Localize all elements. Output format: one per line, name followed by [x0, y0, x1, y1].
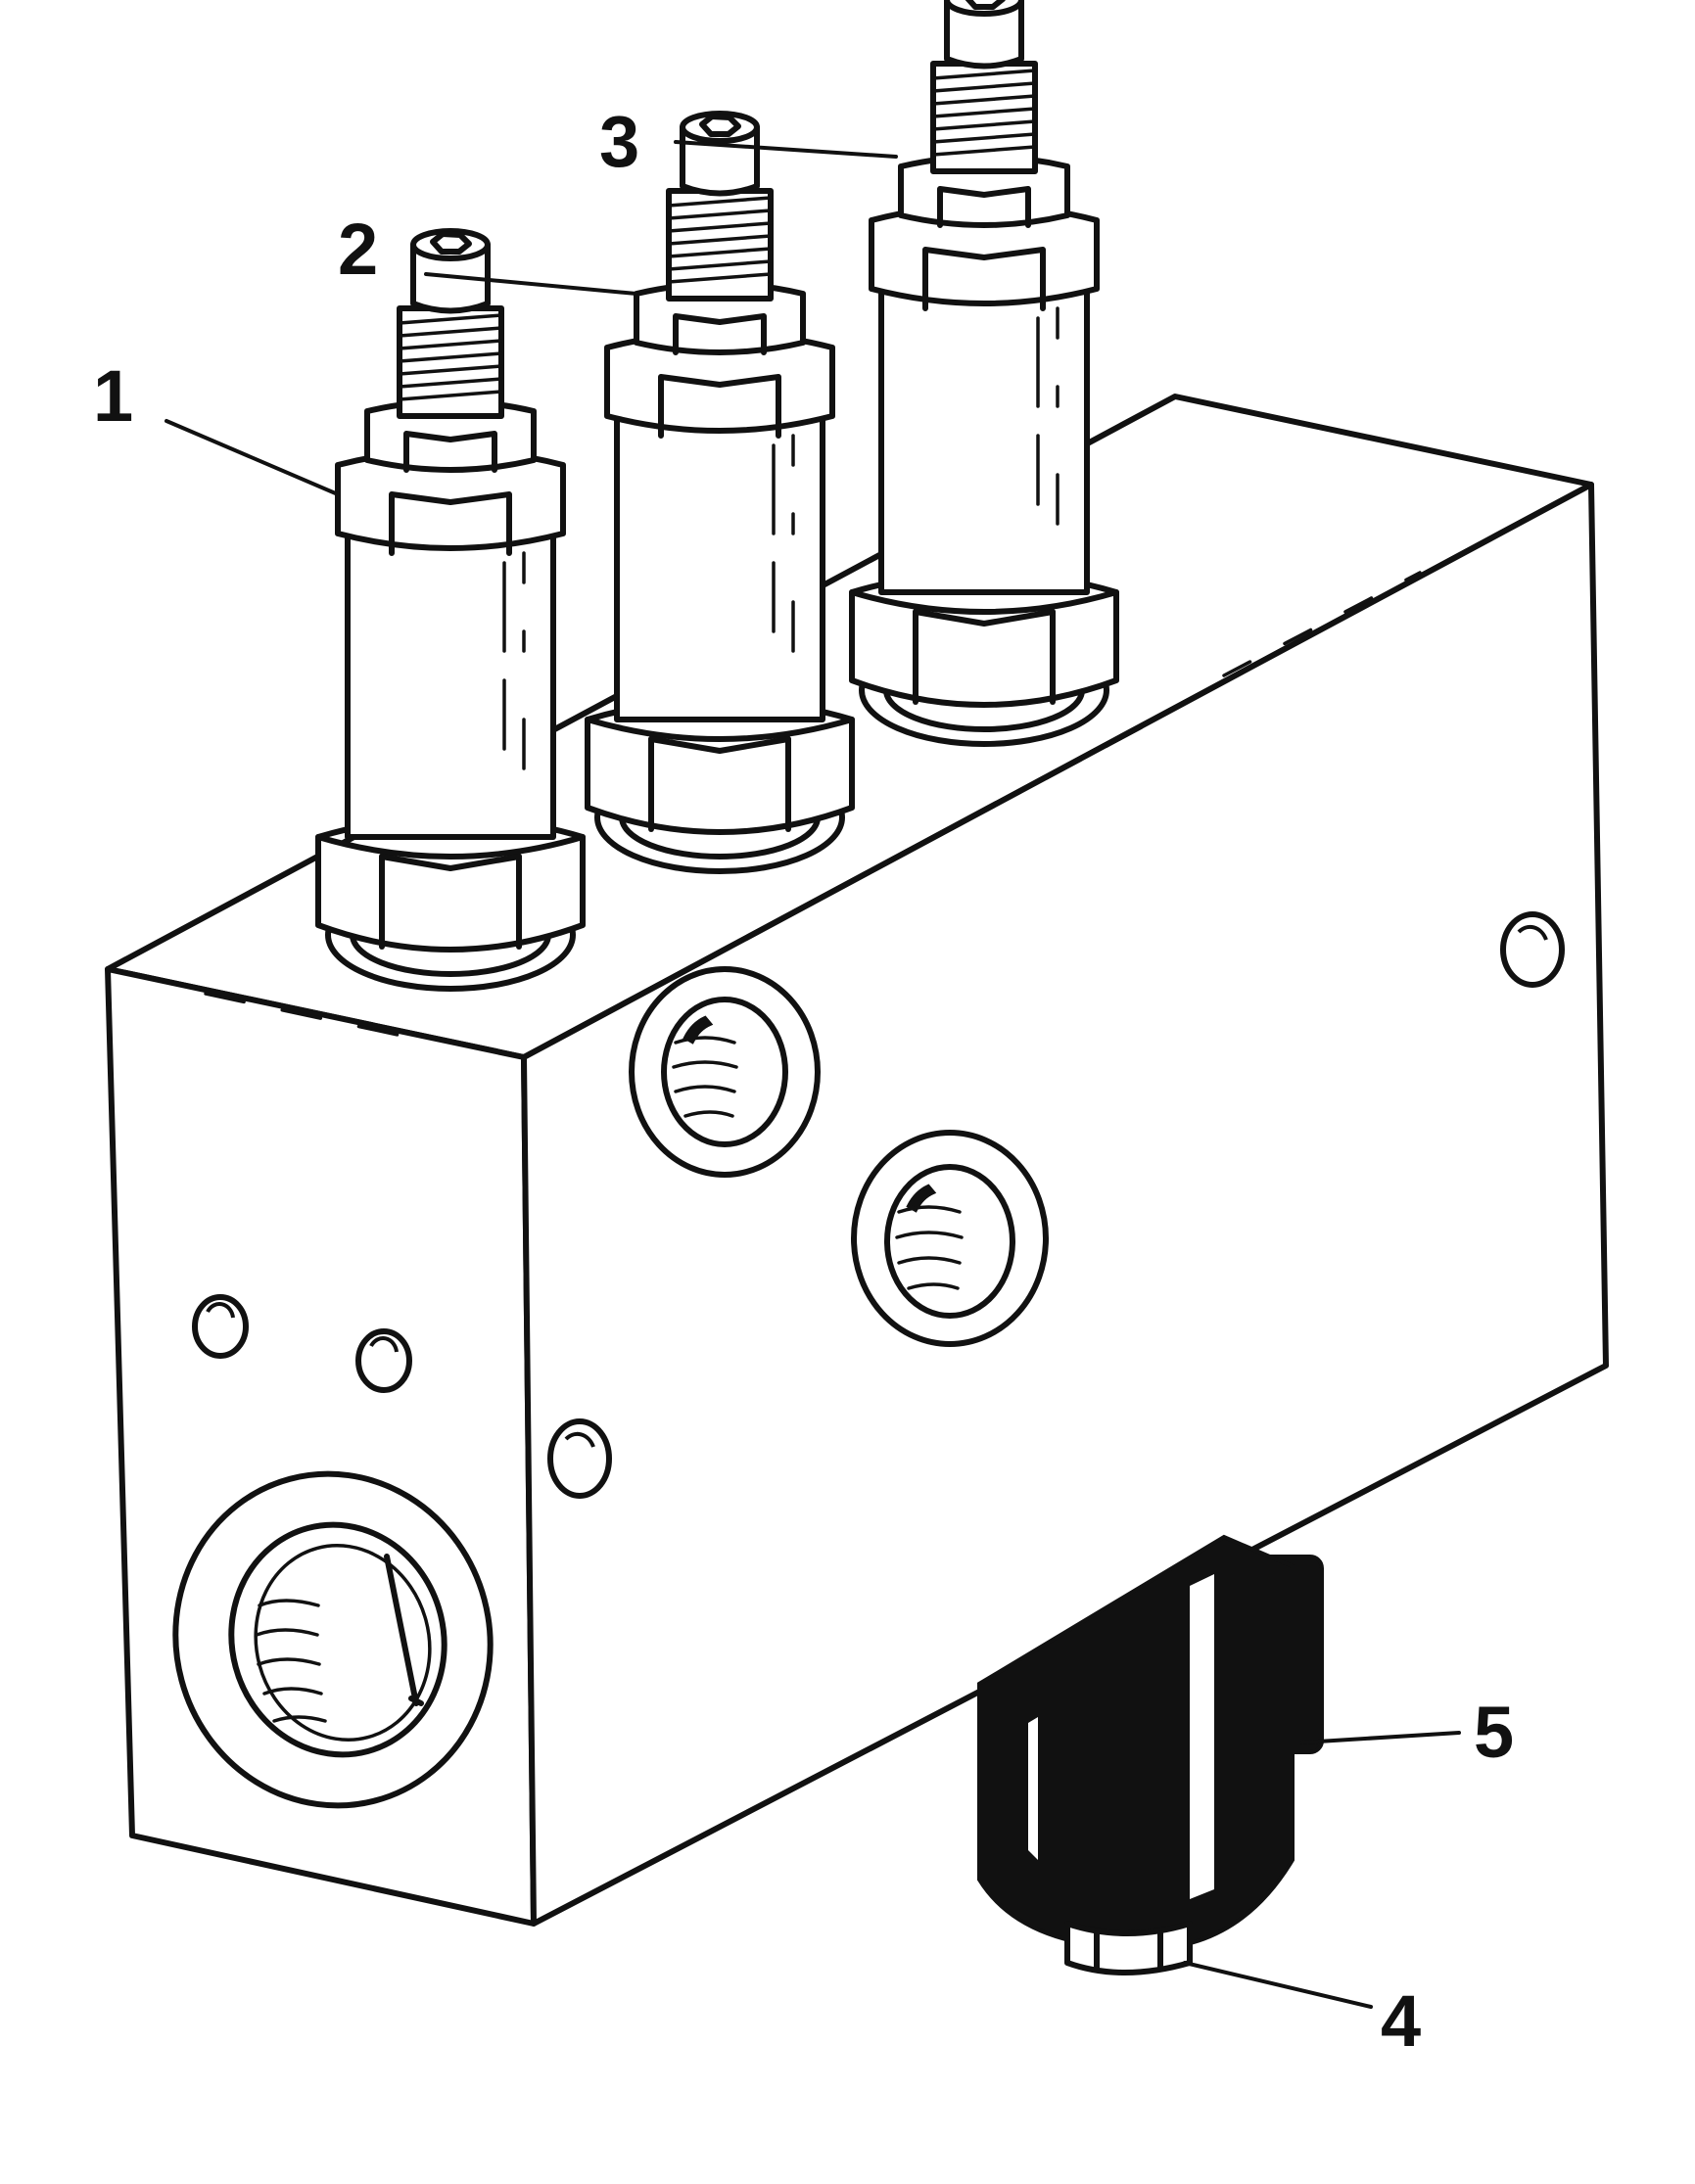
front-face-features [172, 1294, 494, 1809]
leader-2 [424, 272, 638, 296]
callout-labels: 1 2 3 4 5 [93, 101, 1514, 2062]
cartridge-valve-2 [588, 114, 852, 871]
callout-1: 1 [93, 355, 133, 437]
cartridge-valve-1 [852, 0, 1116, 744]
solenoid-valve [977, 1534, 1324, 1975]
solenoid-nut [1064, 1921, 1193, 1975]
leader-3 [674, 140, 898, 159]
leader-4 [1183, 1961, 1373, 2009]
leader-1 [165, 419, 340, 496]
side-face-features [547, 911, 1565, 1499]
cartridge-valve-3 [318, 231, 583, 989]
block-side-face [521, 482, 1609, 1927]
leader-5 [1300, 1731, 1461, 1744]
side-small-holes [547, 911, 1565, 1499]
callout-3: 3 [599, 101, 639, 182]
callout-2: 2 [338, 209, 378, 290]
block-front-face [105, 966, 537, 1927]
callout-5: 5 [1474, 1692, 1514, 1773]
front-port-large [172, 1470, 494, 1809]
callout-4: 4 [1381, 1980, 1421, 2062]
side-port-lower [851, 1130, 1049, 1347]
callout-leaders [165, 140, 1461, 2009]
side-port-upper [629, 966, 821, 1178]
front-mounting-holes [192, 1294, 412, 1393]
